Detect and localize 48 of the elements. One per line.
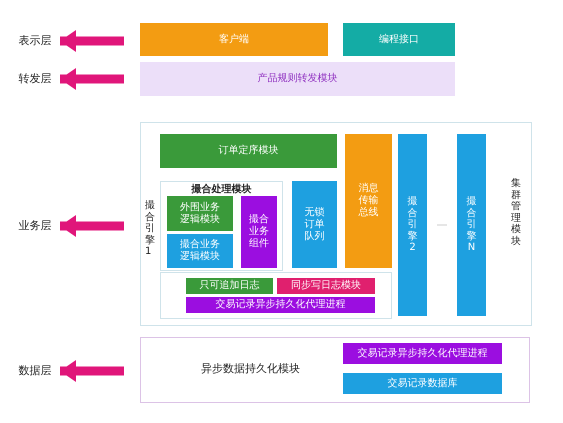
- module-box: [167, 196, 233, 231]
- layer-panel: [140, 122, 532, 326]
- module-label: 交易记录异步持久化代理进程: [358, 348, 488, 360]
- module-label: 撮合处理模块: [192, 184, 252, 196]
- module-box: [343, 23, 455, 56]
- module-box: [140, 23, 328, 56]
- module-label: 交易记录异步持久化代理进程: [216, 299, 346, 311]
- engine-box: [457, 134, 486, 316]
- arrow: [60, 68, 124, 90]
- module-label: 消息传输总线: [358, 183, 380, 219]
- module-box: [140, 62, 455, 96]
- group-box: [160, 181, 283, 271]
- layer-panel: [140, 337, 530, 403]
- arrow: [60, 30, 124, 52]
- module-box: [343, 373, 502, 394]
- module-label: 撮合业务逻辑模块: [179, 239, 221, 263]
- module-box: [186, 297, 375, 313]
- arrow: [60, 215, 124, 237]
- arrow: [60, 360, 124, 382]
- module-box: [292, 181, 337, 268]
- cluster-label: 集群管理模块: [511, 178, 521, 247]
- module-label: 无锁订单队列: [304, 206, 326, 242]
- module-label: 交易记录数据库: [388, 378, 458, 390]
- module-box: [160, 134, 337, 168]
- module-box: [167, 234, 233, 268]
- module-box: [277, 278, 375, 294]
- module-label: 客户端: [219, 34, 249, 46]
- group-box: [160, 272, 392, 319]
- layer-label: 数据层: [18, 364, 52, 378]
- module-label: 产品规则转发模块: [258, 73, 338, 85]
- module-label: 编程接口: [379, 34, 419, 46]
- module-label: 撮合引擎N: [466, 196, 476, 254]
- module-label: 撮合业务组件: [248, 214, 270, 250]
- module-label: 同步写日志模块: [291, 280, 361, 292]
- module-label: 只可追加日志: [200, 280, 260, 292]
- engine-box: [398, 134, 427, 316]
- module-label: 异步数据持久化模块: [201, 362, 300, 376]
- bus-box: [345, 134, 392, 268]
- layer-label: 表示层: [18, 34, 52, 48]
- module-box: [186, 278, 273, 294]
- engine-label: 撮合引擎1: [145, 200, 155, 258]
- layer-label: 转发层: [18, 72, 52, 86]
- layer-label: 业务层: [18, 219, 52, 233]
- module-box: [241, 196, 277, 268]
- module-label: 外围业务逻辑模块: [179, 202, 221, 226]
- module-label: 撮合引擎2: [408, 196, 418, 254]
- module-box: [343, 343, 502, 364]
- module-label: 订单定序模块: [218, 145, 278, 157]
